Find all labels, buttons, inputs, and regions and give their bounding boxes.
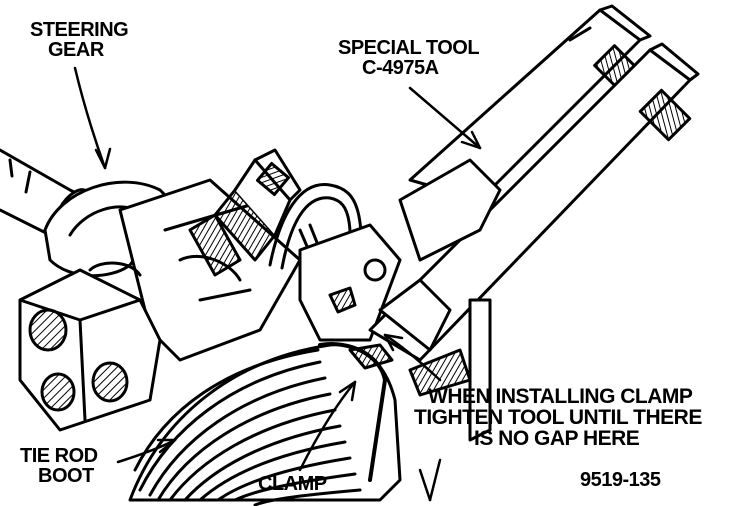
- label-special-tool-line1: SPECIAL TOOL: [338, 37, 480, 59]
- label-tie-rod-boot-line1: TIE ROD: [20, 445, 98, 467]
- bolt-hole-lower-left: [40, 372, 76, 412]
- figure-number: 9519-135: [580, 469, 661, 491]
- label-installation-note: WHEN INSTALLING CLAMP TIGHTEN TOOL UNTIL…: [414, 386, 702, 449]
- label-special-tool: SPECIAL TOOL C-4975A: [338, 37, 480, 79]
- bolt-hole-lower-right: [91, 361, 129, 403]
- valve-body: [298, 223, 402, 342]
- label-clamp: CLAMP: [258, 473, 327, 495]
- hydraulic-fitting: [188, 148, 302, 277]
- bolt-hole-upper: [28, 308, 68, 352]
- label-special-tool-line2: C-4975A: [362, 57, 439, 79]
- label-tie-rod-boot-line2: BOOT: [38, 465, 94, 487]
- label-note-line2: TIGHTEN TOOL UNTIL THERE: [414, 406, 702, 429]
- label-note-line3: IS NO GAP HERE: [474, 427, 640, 450]
- label-note-line1: WHEN INSTALLING CLAMP: [428, 385, 693, 408]
- clamp-band: [318, 342, 394, 482]
- leader-lines: [73, 66, 482, 502]
- special-tool-c4975a: [368, 4, 700, 442]
- label-steering-gear-line2: GEAR: [48, 39, 104, 61]
- label-tie-rod-boot: TIE ROD BOOT: [20, 446, 98, 486]
- tie-rod-boot: [128, 343, 402, 506]
- label-steering-gear-line1: STEERING: [30, 19, 129, 41]
- label-steering-gear: STEERING GEAR: [30, 19, 129, 61]
